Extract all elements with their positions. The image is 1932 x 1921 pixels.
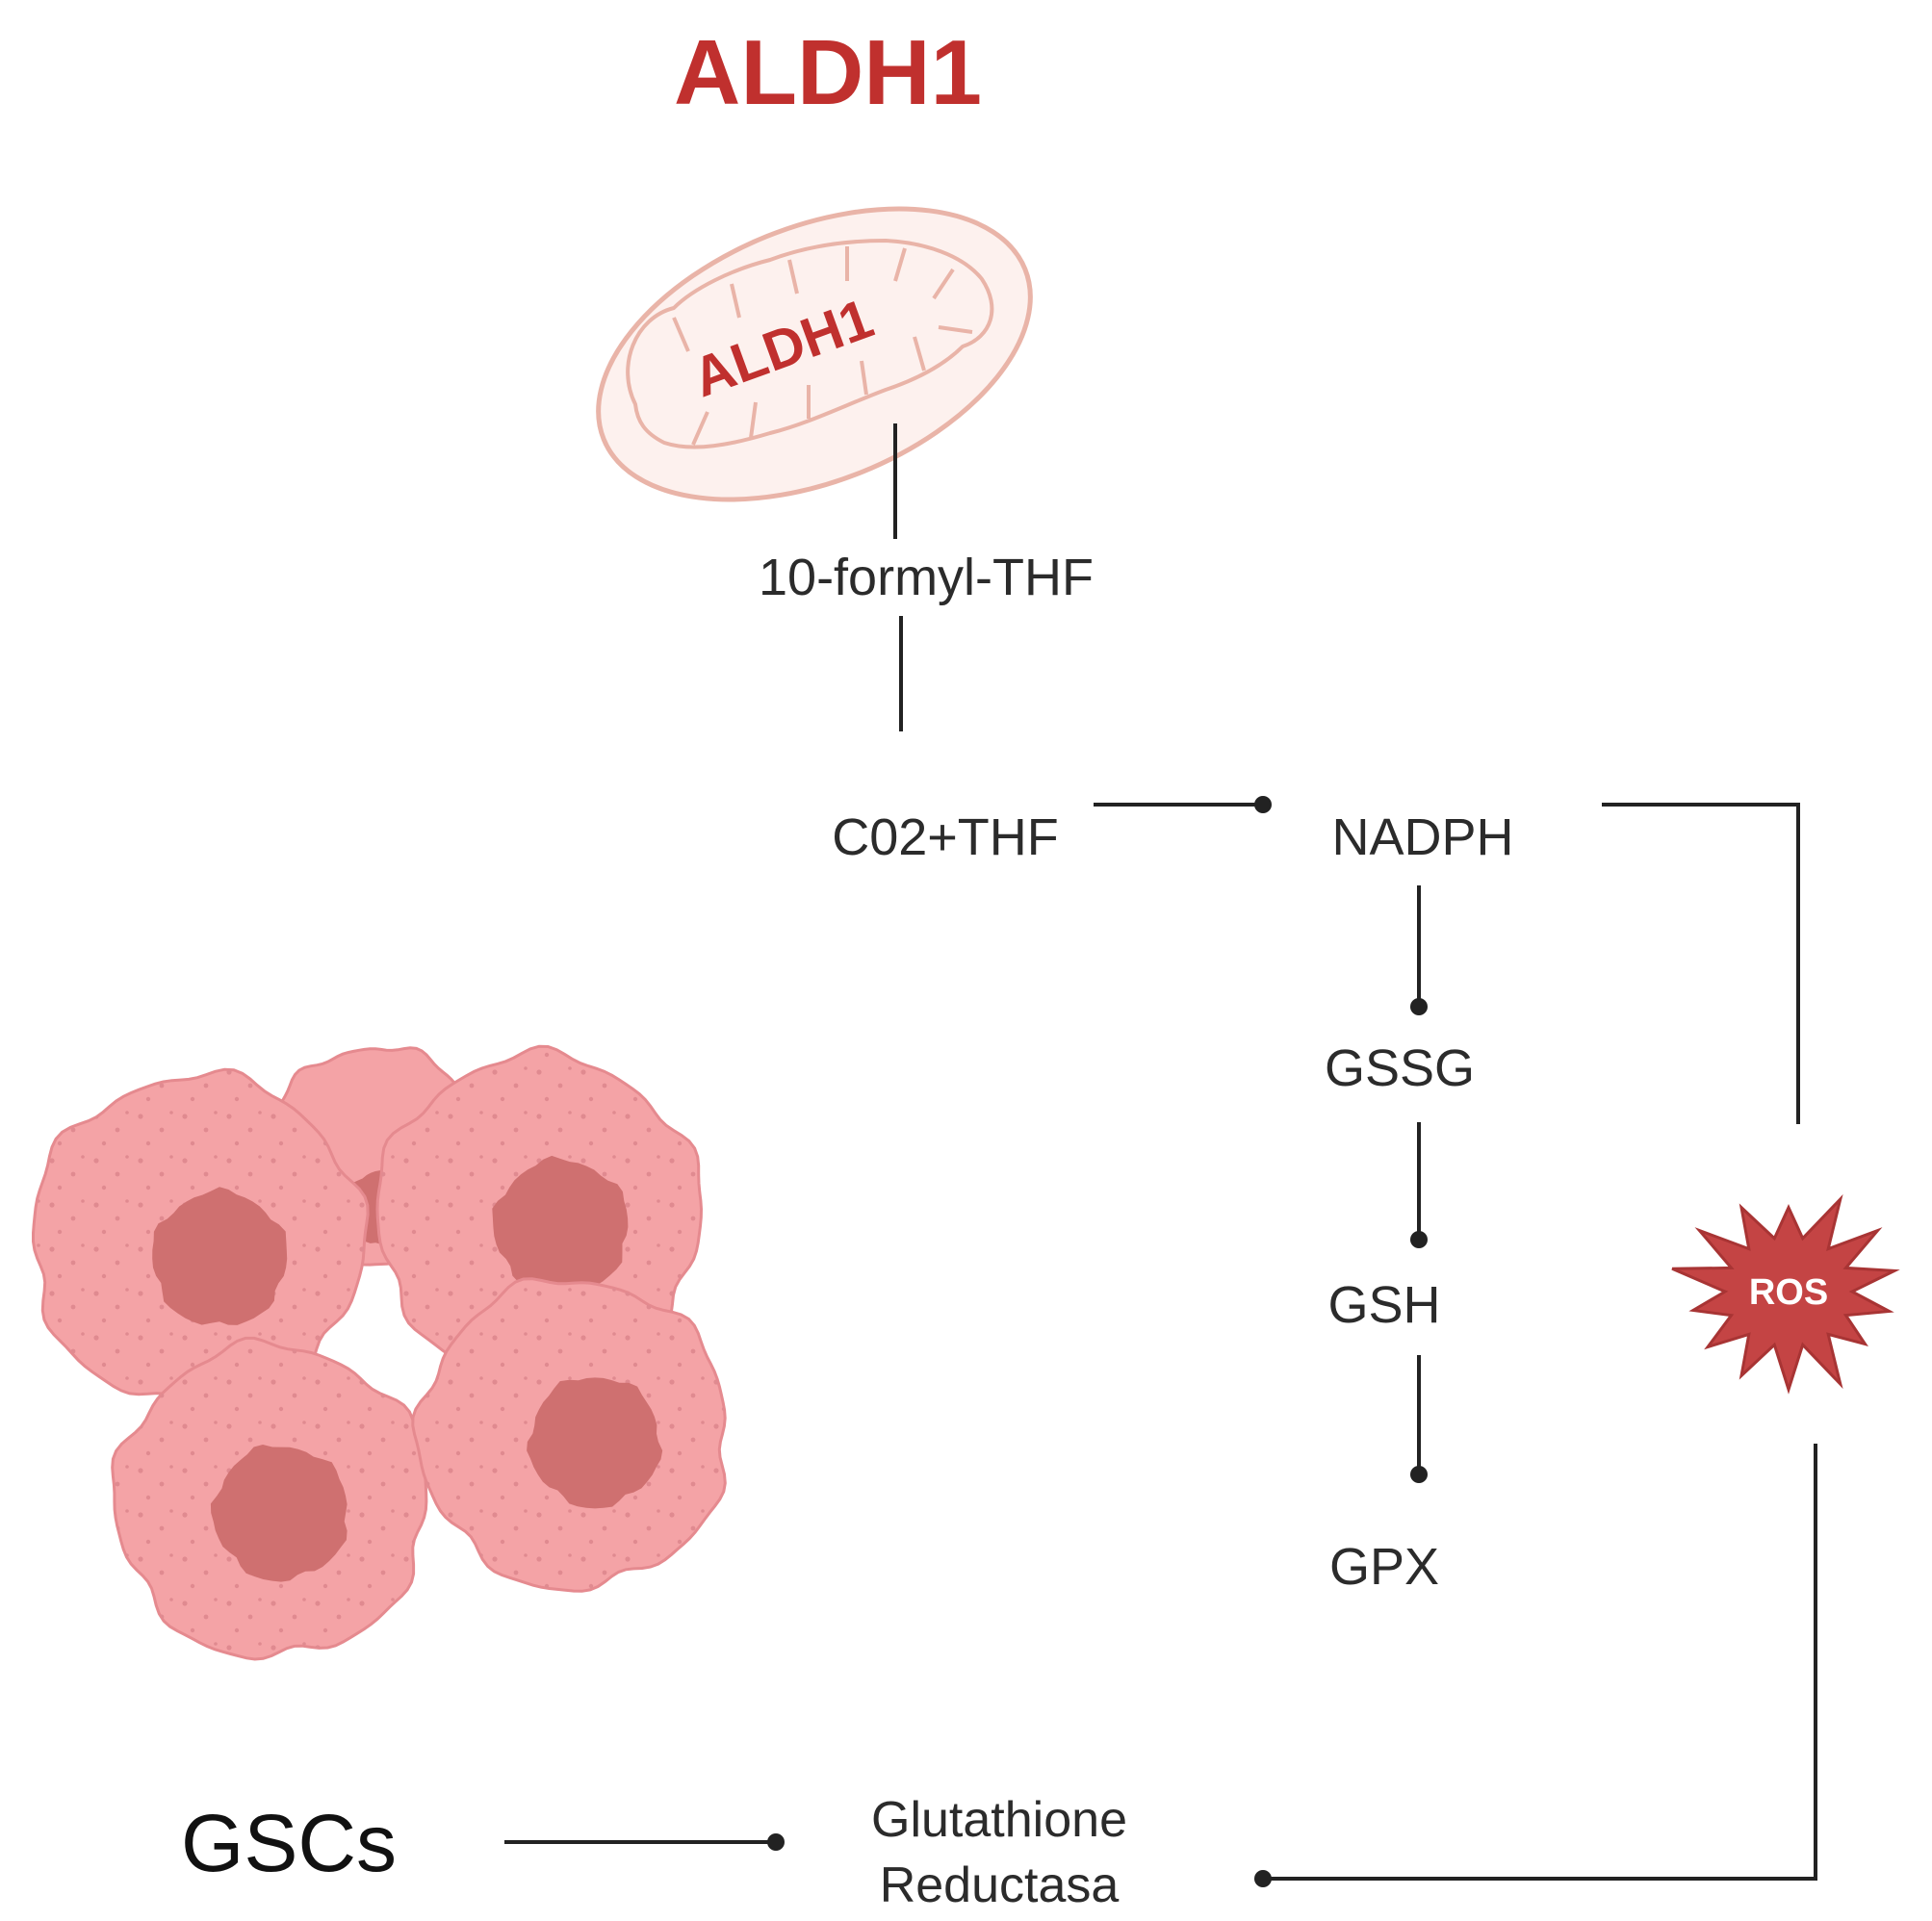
connector-end-dot xyxy=(1254,1870,1272,1887)
mitochondrion-icon: ALDH1 xyxy=(596,206,1033,502)
glutathione-reductasa-line2: Reductasa xyxy=(880,1857,1120,1913)
connector-end-dot xyxy=(1254,796,1272,813)
connector-ros-to-glutathione-reductasa xyxy=(1263,1444,1817,1881)
connector-end-dot xyxy=(1410,1466,1428,1483)
node-gsh: GSH xyxy=(1327,1276,1440,1334)
cell xyxy=(32,1067,370,1412)
connector-nadph-to-ros xyxy=(1602,803,1800,1124)
connector-end-dot xyxy=(767,1833,785,1851)
gsc-cell-cluster xyxy=(32,1044,727,1661)
cell xyxy=(411,1277,727,1593)
node-co2-thf: C02+THF xyxy=(832,808,1059,866)
gscs-label: GSCs xyxy=(181,1798,397,1888)
node-gpx: GPX xyxy=(1329,1538,1439,1596)
node-10-formyl-thf: 10-formyl-THF xyxy=(759,549,1094,606)
mitochondrion-cristae xyxy=(626,239,994,449)
node-nadph: NADPH xyxy=(1331,808,1513,866)
connector-end-dot xyxy=(1410,1231,1428,1248)
ros-burst-icon: ROS xyxy=(1671,1193,1900,1395)
ros-burst-shape xyxy=(1671,1193,1900,1395)
glutathione-reductasa-line1: Glutathione xyxy=(871,1792,1127,1848)
diagram-title: ALDH1 xyxy=(674,21,982,124)
connector-end-dot xyxy=(1410,998,1428,1015)
cell xyxy=(111,1336,428,1661)
ros-label: ROS xyxy=(1749,1272,1828,1313)
node-gssg: GSSG xyxy=(1325,1039,1475,1097)
